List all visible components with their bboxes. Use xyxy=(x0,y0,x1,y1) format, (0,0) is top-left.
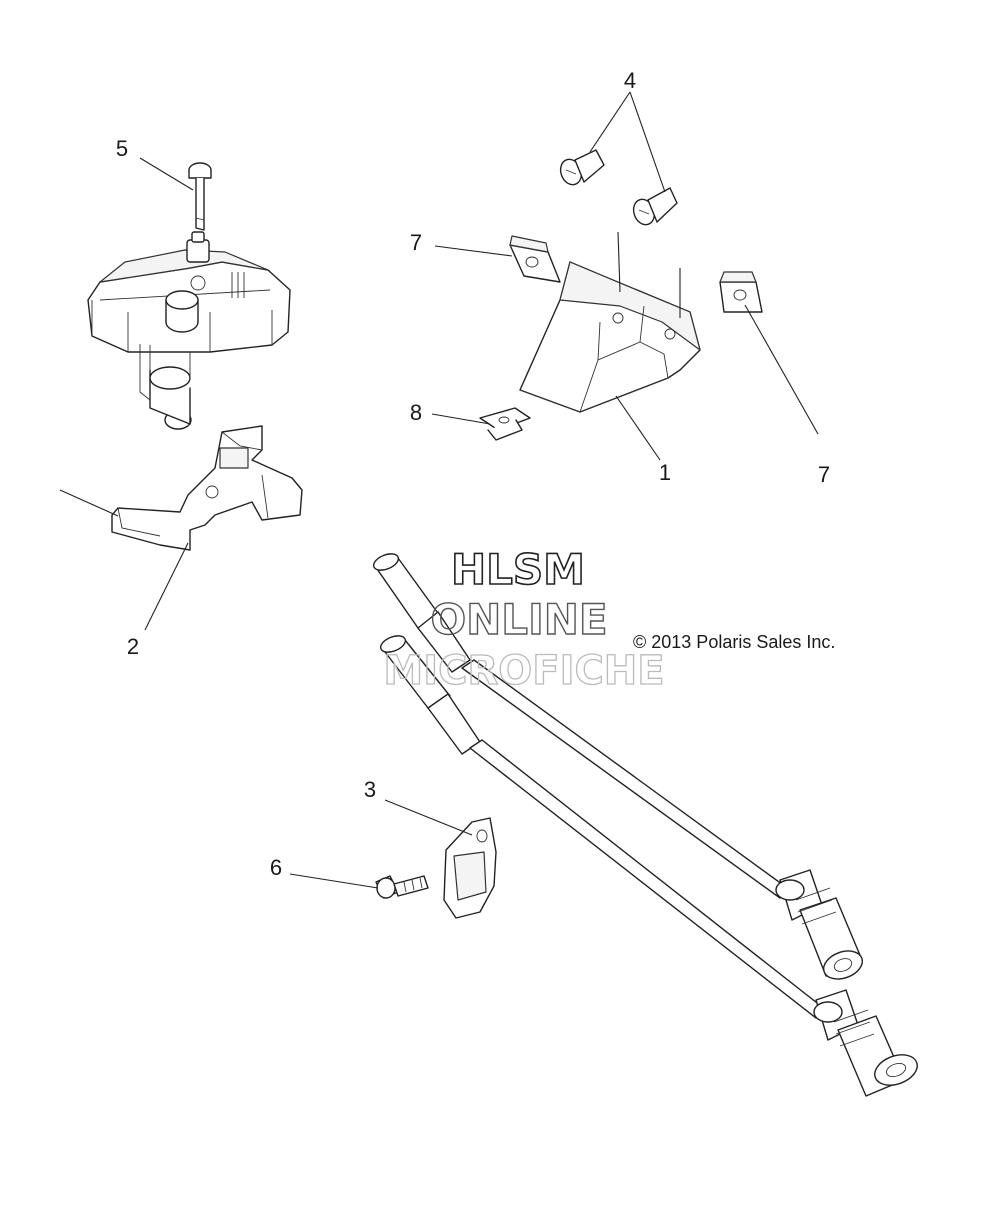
p-clamp xyxy=(443,817,497,919)
spring-clip xyxy=(479,407,531,441)
watermark-line-1: HLSM xyxy=(451,545,585,594)
coil-bracket xyxy=(111,425,303,551)
screw-lower xyxy=(632,187,678,226)
spark-plug-wire-upper xyxy=(372,553,864,980)
bolt-long xyxy=(188,162,212,231)
mounting-bracket xyxy=(519,261,701,413)
callout-2: 2 xyxy=(127,634,139,659)
copyright-notice: © 2013 Polaris Sales Inc. xyxy=(633,632,835,652)
callout-8: 8 xyxy=(410,400,422,425)
flange-bolt xyxy=(375,875,429,899)
watermark-line-3: MICROFICHE xyxy=(383,648,664,694)
clip-nut-upper xyxy=(509,235,561,283)
callout-6: 6 xyxy=(270,855,282,880)
spark-plug-wire-lower xyxy=(379,635,918,1097)
callout-5: 5 xyxy=(116,136,128,161)
screw-upper xyxy=(559,149,605,186)
clip-nut-right xyxy=(719,271,763,313)
leader-lines xyxy=(59,91,819,889)
watermark: HLSM ONLINE MICROFICHE xyxy=(383,544,666,694)
ignition-coil xyxy=(87,231,291,430)
callout-7-upper: 7 xyxy=(410,230,422,255)
callout-1: 1 xyxy=(659,460,671,485)
callout-3: 3 xyxy=(364,777,376,802)
callout-7-lower: 7 xyxy=(818,462,830,487)
callout-4: 4 xyxy=(624,68,636,93)
callout-labels: 1 2 3 4 5 6 7 7 8 xyxy=(116,68,830,880)
watermark-line-2: ONLINE xyxy=(430,595,607,644)
